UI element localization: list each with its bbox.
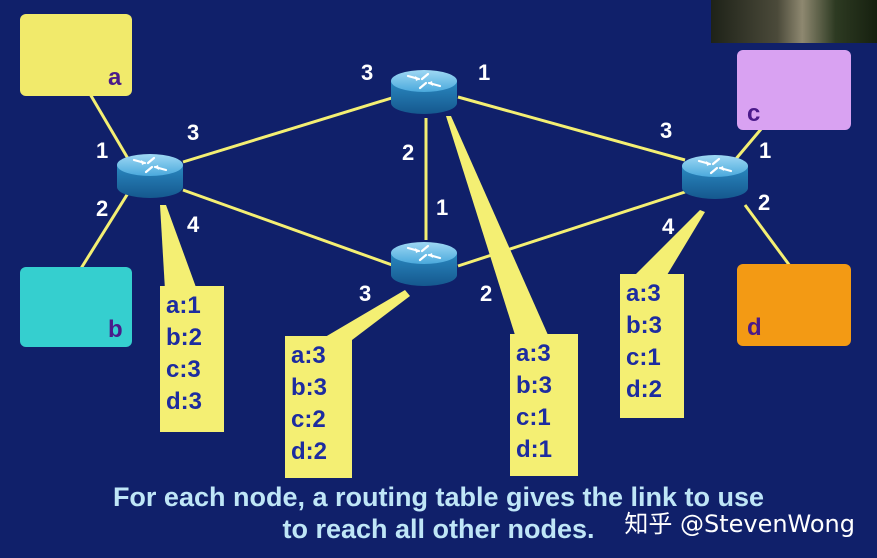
- link-d-rright: [743, 204, 792, 267]
- table-entry: b:3: [626, 312, 662, 339]
- caption-line-1: For each node, a routing table gives the…: [112, 482, 765, 512]
- table-entry: a:1: [166, 292, 201, 319]
- port-label: 3: [359, 281, 372, 306]
- router-left: [115, 152, 185, 200]
- table-entry: d:2: [626, 376, 662, 403]
- port-label: 3: [361, 60, 374, 85]
- link-rleft-rtop: [182, 95, 396, 164]
- link-a-rleft: [88, 93, 132, 163]
- host-a-box: a: [20, 14, 132, 96]
- link-rleft-rmid: [182, 188, 396, 268]
- table-entry: c:1: [626, 344, 661, 371]
- table-entry: b:3: [291, 374, 327, 401]
- caption-line-2: to reach all other nodes.: [282, 514, 595, 544]
- host-c-box: c: [737, 50, 851, 130]
- table-callouts: [160, 116, 705, 340]
- routing-table-router-top: a:3 b:3 c:1 d:1: [510, 334, 578, 476]
- routing-table-router-right: a:3 b:3 c:1 d:2: [620, 274, 684, 418]
- port-label: 4: [187, 212, 200, 237]
- port-label: 2: [480, 281, 493, 306]
- router-right: [680, 153, 750, 201]
- link-b-rleft: [78, 189, 132, 271]
- table-entry: d:2: [291, 438, 327, 465]
- port-label: 4: [662, 214, 675, 239]
- port-label: 1: [96, 138, 109, 163]
- port-label: 3: [660, 118, 673, 143]
- host-b-label: b: [108, 316, 123, 343]
- host-a-label: a: [108, 64, 122, 91]
- port-label: 2: [96, 196, 109, 221]
- routing-table-router-mid: a:3 b:3 c:2 d:2: [285, 336, 352, 478]
- host-c-label: c: [747, 100, 761, 127]
- presenter-webcam-thumbnail: [711, 0, 877, 43]
- table-entry: b:3: [516, 372, 552, 399]
- table-entry: d:1: [516, 436, 552, 463]
- port-label: 2: [758, 190, 771, 215]
- port-label: 1: [478, 60, 491, 85]
- link-c-rright: [733, 127, 764, 161]
- table-entry: c:1: [516, 404, 551, 431]
- table-entry: a:3: [291, 342, 326, 369]
- port-label: 2: [402, 140, 415, 165]
- port-label: 3: [187, 120, 200, 145]
- table-entry: c:2: [291, 406, 326, 433]
- link-rtop-rright: [457, 95, 686, 162]
- table-entry: b:2: [166, 324, 202, 351]
- callout-rleft: [160, 205, 197, 290]
- host-d-label: d: [747, 314, 762, 341]
- table-entry: c:3: [166, 356, 201, 383]
- port-label: 1: [436, 195, 449, 220]
- host-b-box: b: [20, 267, 132, 347]
- host-d-box: d: [737, 264, 851, 346]
- callout-rtop: [446, 116, 548, 335]
- router-mid: [389, 240, 459, 288]
- table-entry: a:3: [626, 280, 661, 307]
- callout-rright: [630, 210, 705, 280]
- table-entry: a:3: [516, 340, 551, 367]
- table-entry: d:3: [166, 388, 202, 415]
- router-top: [389, 68, 459, 116]
- watermark: 知乎 @StevenWong: [624, 510, 855, 538]
- port-label: 1: [759, 138, 772, 163]
- routing-table-router-left: a:1 b:2 c:3 d:3: [160, 286, 224, 432]
- links: [78, 93, 792, 271]
- callout-rmid: [320, 290, 410, 340]
